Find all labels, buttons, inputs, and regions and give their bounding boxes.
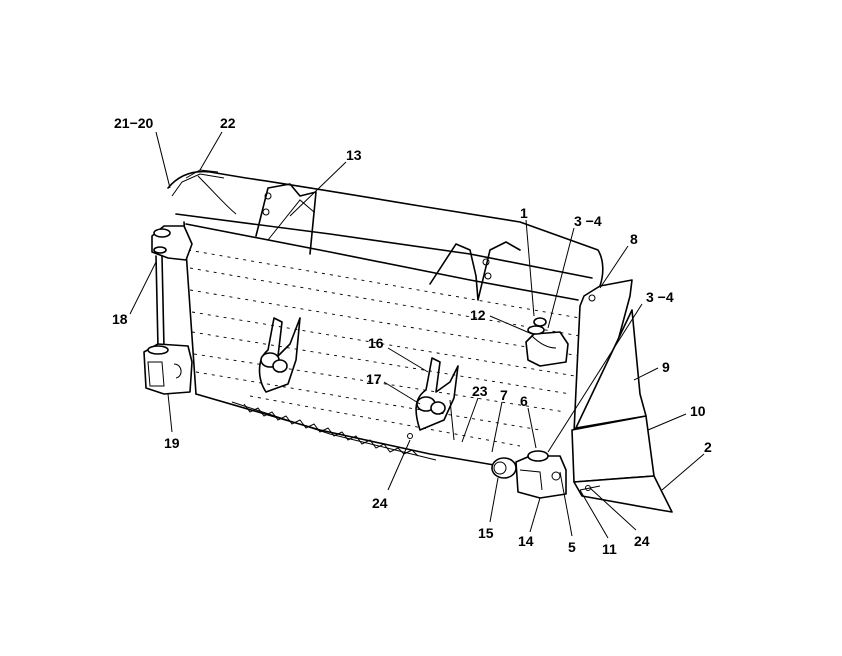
leader-2	[661, 453, 705, 491]
callout-24-right: 24	[634, 533, 650, 549]
leader-19	[167, 393, 173, 433]
callout-21-20: 21−20	[114, 115, 154, 131]
bottom-serrations	[243, 403, 419, 457]
callout-1: 1	[520, 205, 528, 221]
top-beam-curve	[197, 175, 237, 215]
callout-22: 22	[220, 115, 236, 131]
callout-13: 13	[346, 147, 362, 163]
callout-23: 23	[472, 383, 488, 399]
leader-14	[529, 497, 541, 533]
center-hook-bracket	[415, 357, 459, 431]
roller-15	[491, 457, 517, 479]
leader-22	[199, 131, 223, 171]
left-mount-assembly	[143, 169, 225, 395]
leader-8	[599, 245, 629, 289]
right-upper-brace	[429, 241, 521, 301]
moldboard-bottom-edge	[195, 393, 541, 477]
callout-14: 14	[518, 533, 534, 549]
callout-19: 19	[164, 435, 180, 451]
upper-right-pin-bracket	[525, 331, 569, 367]
callout-16: 16	[368, 335, 384, 351]
callout-10: 10	[690, 403, 706, 419]
cutting-edge-2	[573, 475, 673, 513]
leader-3-4-top	[547, 227, 575, 329]
leader-13	[289, 161, 347, 217]
callout-6: 6	[520, 393, 528, 409]
top-left-corner	[171, 173, 225, 197]
callout-15: 15	[478, 525, 494, 541]
callout-24-left: 24	[372, 495, 388, 511]
leader-16	[387, 347, 429, 373]
leader-21-20	[155, 131, 171, 189]
leader-1	[525, 219, 535, 317]
leader-lines	[129, 131, 705, 539]
top-back-beam-lower-edge	[175, 213, 593, 279]
callout-9: 9	[662, 359, 670, 375]
left-upper-brace	[255, 183, 317, 255]
callout-8: 8	[630, 231, 638, 247]
callout-11: 11	[602, 541, 617, 557]
callout-labels: 21−20 22 13 1 3 −4 8 3 −4 12 18 9 16 17 …	[112, 115, 712, 557]
callout-12: 12	[470, 307, 486, 323]
leader-15	[489, 477, 499, 523]
callout-3-4-mid: 3 −4	[646, 289, 674, 305]
leader-23	[461, 397, 479, 443]
leader-5	[559, 471, 573, 537]
callout-3-4-top: 3 −4	[574, 213, 602, 229]
center-hardware	[258, 317, 459, 441]
leader-24-left	[387, 439, 411, 491]
left-hook-bracket	[258, 317, 301, 393]
lower-left-bracket	[143, 343, 193, 395]
callout-5: 5	[568, 539, 576, 555]
moldboard-top-edge	[185, 223, 579, 301]
end-plate-assembly	[571, 279, 673, 513]
leader-12	[489, 315, 533, 335]
callout-17: 17	[366, 371, 382, 387]
leader-6	[527, 407, 537, 449]
callout-7: 7	[500, 387, 508, 403]
bucket-body	[167, 170, 604, 477]
leader-24-right	[589, 487, 637, 531]
leader-10	[647, 413, 687, 431]
callout-2: 2	[704, 439, 712, 455]
left-rod	[155, 255, 165, 349]
top-back-beam	[167, 170, 604, 287]
leader-7	[491, 401, 503, 453]
leader-11	[579, 489, 609, 539]
leader-9	[633, 367, 659, 381]
right-mount-assembly	[491, 317, 569, 499]
callout-18: 18	[112, 311, 128, 327]
leader-3-4-mid	[547, 303, 643, 453]
leader-18	[129, 261, 157, 315]
leader-17	[383, 381, 421, 405]
